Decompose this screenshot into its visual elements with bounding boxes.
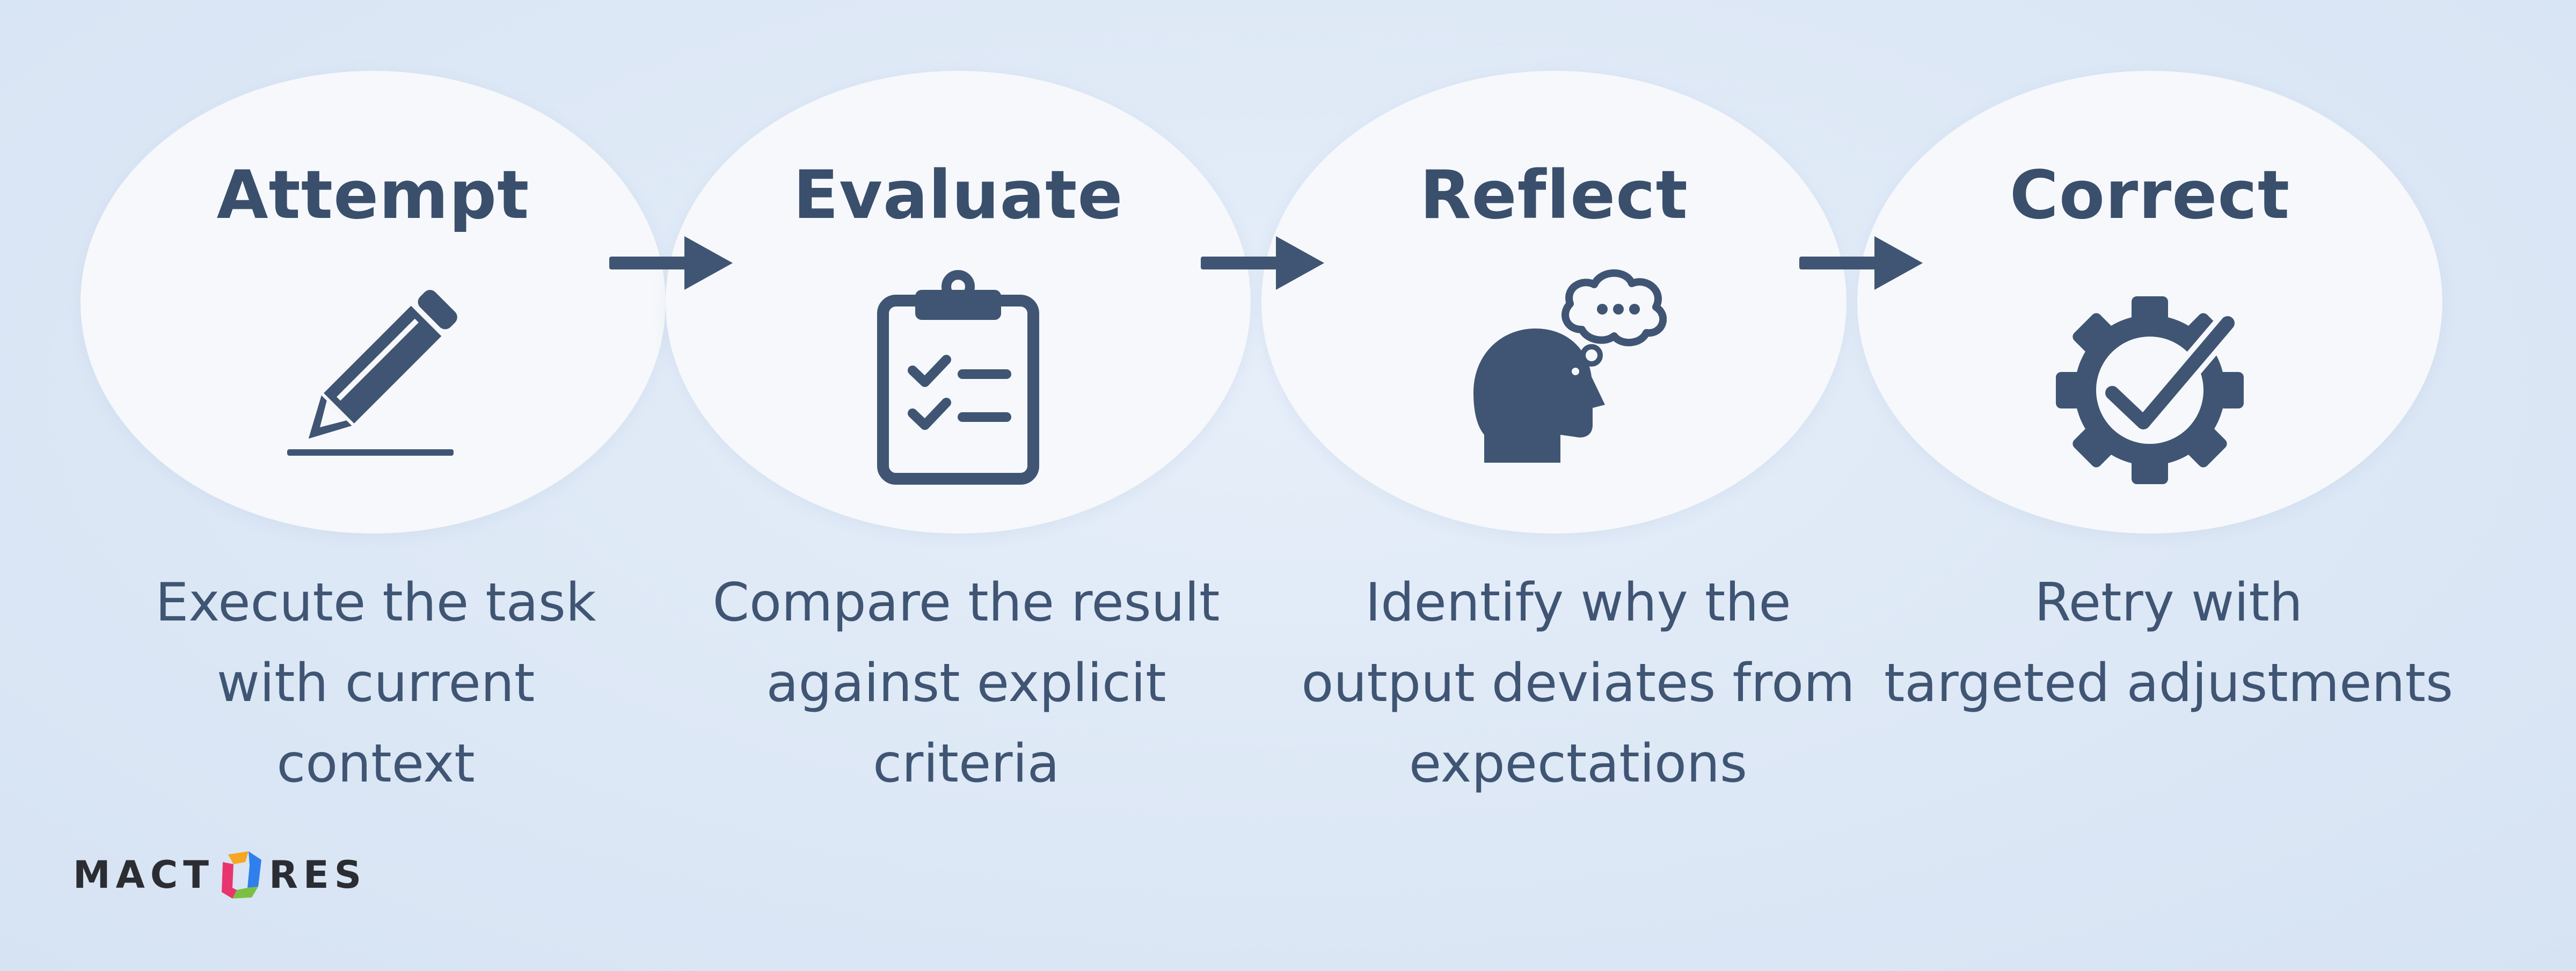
step-title: Reflect — [1420, 157, 1688, 234]
arrow-right-icon — [1201, 236, 1324, 290]
step-description-evaluate: Compare the result against explicit crit… — [671, 563, 1261, 804]
description-line: criteria — [873, 733, 1060, 794]
gear-checkmark-icon — [2056, 296, 2244, 484]
mactores-o-logo-mark — [221, 851, 261, 899]
step-title: Attempt — [216, 157, 530, 234]
step-description-reflect: Identify why the output deviates from ex… — [1283, 563, 1873, 804]
logo-text-right: RES — [268, 853, 367, 897]
description-line: targeted adjustments — [1884, 653, 2454, 714]
mactores-logo: MACT RES — [73, 845, 367, 904]
description-line: with current — [216, 653, 535, 714]
step-reflect: Reflect — [1261, 71, 1847, 534]
description-line: against explicit — [766, 653, 1166, 714]
description-line: Execute the task — [155, 572, 596, 633]
step-attempt: Attempt — [81, 71, 666, 534]
step-title: Evaluate — [793, 157, 1123, 234]
description-line: Compare the result — [712, 572, 1220, 633]
clipboard-checklist-icon — [877, 270, 1039, 485]
step-description-attempt: Execute the task with current context — [81, 563, 671, 804]
step-title: Correct — [2009, 157, 2290, 234]
step-evaluate: Evaluate — [666, 71, 1251, 534]
step-description-correct: Retry with targeted adjustments — [1873, 563, 2464, 724]
description-line: context — [276, 733, 475, 794]
arrow-right-icon — [1799, 236, 1923, 290]
pencil-icon — [287, 290, 457, 456]
step-correct: Correct — [1857, 71, 2442, 534]
description-line: output deviates from — [1301, 653, 1855, 714]
description-line: Retry with — [2034, 572, 2303, 633]
description-line: expectations — [1409, 733, 1748, 794]
arrow-right-icon — [609, 236, 733, 290]
logo-text-left: MACT — [73, 853, 214, 897]
head-thought-bubble-icon — [1473, 269, 1667, 463]
description-line: Identify why the — [1365, 572, 1791, 633]
